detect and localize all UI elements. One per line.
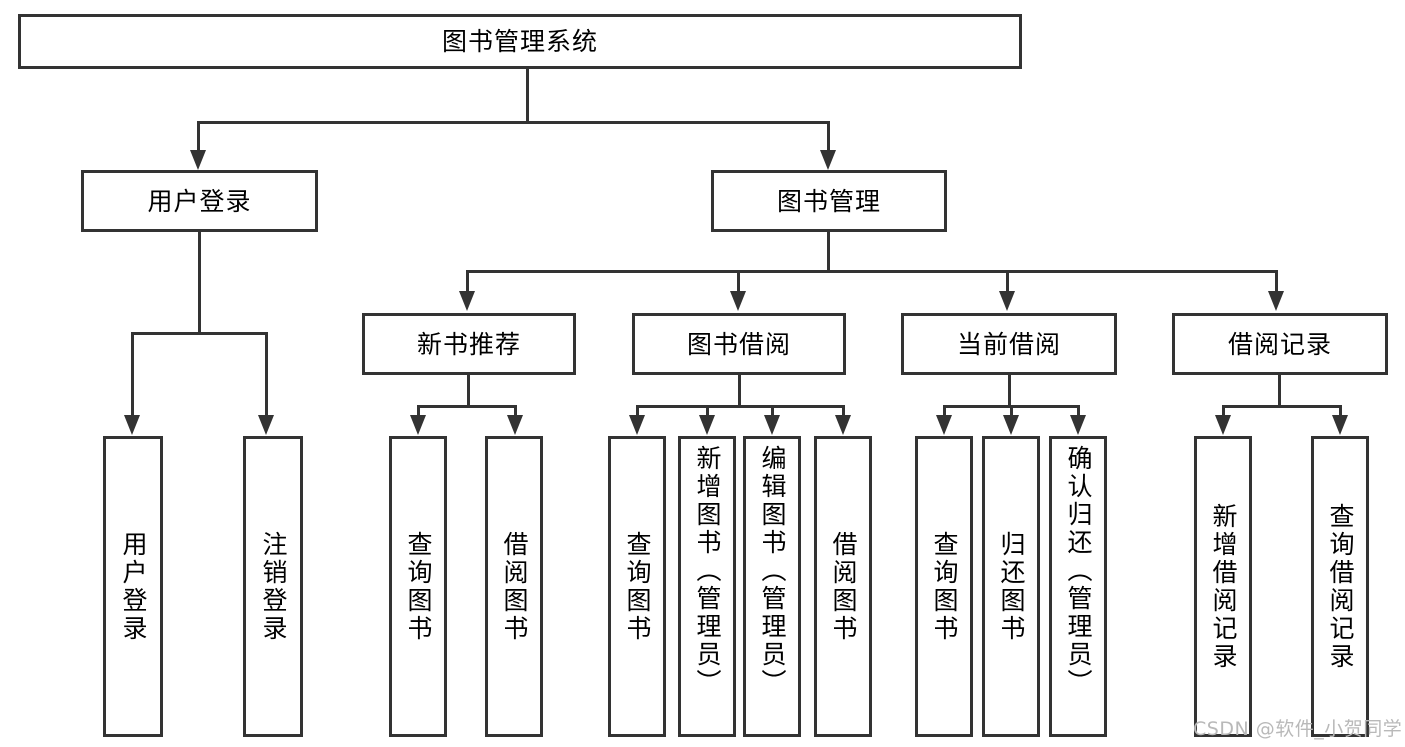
arrowhead-leaf-user-logout [258, 415, 274, 435]
leaf-return-book-label: 归还图书 [997, 530, 1026, 643]
arrowhead-leaf-confirm-return [1070, 415, 1086, 435]
arrowhead-leaf-edit-book [764, 415, 780, 435]
connector-root-trunk [526, 69, 529, 123]
leaf-borrow-book-1-label: 借阅图书 [500, 530, 529, 643]
arrowhead-leaf-user-login [124, 415, 140, 435]
connector-cb-drop-1 [943, 405, 946, 417]
node-book-borrow[interactable]: 图书借阅 [632, 313, 846, 375]
connector-level3-drop-3 [1006, 270, 1009, 292]
leaf-confirm-return-label: 确认归还（管理员） [1064, 445, 1093, 697]
leaf-borrow-book-2[interactable]: 借阅图书 [814, 436, 872, 737]
node-book-manage[interactable]: 图书管理 [711, 170, 947, 232]
leaf-query-book-2[interactable]: 查询图书 [608, 436, 666, 737]
connector-nbr-drop-1 [417, 405, 420, 417]
arrowhead-book-manage [820, 150, 836, 170]
arrowhead-leaf-add-record [1215, 415, 1231, 435]
connector-level2-drop-right [827, 121, 830, 151]
arrowhead-leaf-borrow-book-1 [507, 415, 523, 435]
arrowhead-leaf-query-record [1332, 415, 1348, 435]
leaf-query-book-1[interactable]: 查询图书 [389, 436, 447, 737]
leaf-return-book[interactable]: 归还图书 [982, 436, 1040, 737]
connector-br-bus [1222, 405, 1342, 408]
connector-user-login-bus [131, 332, 268, 335]
connector-br-trunk [1278, 375, 1281, 407]
arrowhead-user-login [190, 150, 206, 170]
arrowhead-leaf-return-book [1003, 415, 1019, 435]
connector-user-login-drop-2 [265, 332, 268, 416]
leaf-query-book-3[interactable]: 查询图书 [915, 436, 973, 737]
leaf-confirm-return[interactable]: 确认归还（管理员） [1049, 436, 1107, 737]
leaf-add-record-label: 新增借阅记录 [1209, 502, 1238, 671]
leaf-query-book-1-label: 查询图书 [404, 530, 433, 643]
leaf-user-login[interactable]: 用户登录 [103, 436, 163, 737]
connector-cb-drop-2 [1010, 405, 1013, 417]
arrowhead-book-borrow [730, 291, 746, 311]
leaf-add-book[interactable]: 新增图书（管理员） [678, 436, 736, 737]
leaf-edit-book[interactable]: 编辑图书（管理员） [743, 436, 801, 737]
connector-level3-drop-2 [737, 270, 740, 292]
node-new-book-recommend-label: 新书推荐 [416, 329, 521, 359]
connector-level2-bus [197, 121, 830, 124]
node-root[interactable]: 图书管理系统 [18, 14, 1022, 69]
connector-bb-trunk [738, 375, 741, 407]
arrowhead-borrow-record [1268, 291, 1284, 311]
arrowhead-current-borrow [999, 291, 1015, 311]
connector-bb-drop-2 [706, 405, 709, 417]
node-book-manage-label: 图书管理 [776, 186, 881, 216]
arrowhead-leaf-query-book-1 [410, 415, 426, 435]
connector-nbr-trunk [467, 375, 470, 407]
node-user-login[interactable]: 用户登录 [81, 170, 318, 232]
arrowhead-leaf-add-book [699, 415, 715, 435]
connector-bb-drop-1 [636, 405, 639, 417]
leaf-query-book-2-label: 查询图书 [623, 530, 652, 643]
node-current-borrow[interactable]: 当前借阅 [901, 313, 1117, 375]
arrowhead-leaf-query-book-3 [936, 415, 952, 435]
connector-br-drop-2 [1339, 405, 1342, 417]
connector-cb-drop-3 [1077, 405, 1080, 417]
leaf-query-record-label: 查询借阅记录 [1326, 502, 1355, 671]
arrowhead-new-book-recommend [459, 291, 475, 311]
connector-bb-bus [636, 405, 845, 408]
leaf-borrow-book-2-label: 借阅图书 [829, 530, 858, 643]
leaf-query-book-3-label: 查询图书 [930, 530, 959, 643]
leaf-user-login-label: 用户登录 [119, 530, 148, 643]
connector-bb-drop-3 [771, 405, 774, 417]
node-book-borrow-label: 图书借阅 [686, 329, 791, 359]
leaf-query-record[interactable]: 查询借阅记录 [1311, 436, 1369, 737]
node-root-label: 图书管理系统 [441, 27, 598, 56]
leaf-edit-book-label: 编辑图书（管理员） [758, 445, 787, 697]
leaf-borrow-book-1[interactable]: 借阅图书 [485, 436, 543, 737]
node-borrow-record[interactable]: 借阅记录 [1172, 313, 1388, 375]
connector-br-drop-1 [1222, 405, 1225, 417]
connector-bb-drop-4 [842, 405, 845, 417]
connector-level3-drop-4 [1275, 270, 1278, 292]
node-new-book-recommend[interactable]: 新书推荐 [362, 313, 576, 375]
leaf-user-logout-label: 注销登录 [259, 530, 288, 643]
csdn-watermark: CSDN @软件_小贺同学 [1193, 718, 1403, 740]
leaf-user-logout[interactable]: 注销登录 [243, 436, 303, 737]
connector-level3-drop-1 [466, 270, 469, 292]
connector-level2-drop-left [197, 121, 200, 151]
connector-user-login-drop-1 [131, 332, 134, 416]
leaf-add-book-label: 新增图书（管理员） [693, 445, 722, 697]
leaf-add-record[interactable]: 新增借阅记录 [1194, 436, 1252, 737]
connector-nbr-drop-2 [514, 405, 517, 417]
connector-nbr-bus [417, 405, 517, 408]
connector-user-login-trunk [198, 232, 201, 334]
connector-cb-trunk [1008, 375, 1011, 407]
arrowhead-leaf-borrow-book-2 [835, 415, 851, 435]
node-current-borrow-label: 当前借阅 [956, 329, 1061, 359]
connector-book-manage-trunk [827, 232, 830, 272]
node-user-login-label: 用户登录 [147, 186, 252, 216]
connector-level3-bus [466, 270, 1278, 273]
arrowhead-leaf-query-book-2 [629, 415, 645, 435]
node-borrow-record-label: 借阅记录 [1227, 329, 1332, 359]
